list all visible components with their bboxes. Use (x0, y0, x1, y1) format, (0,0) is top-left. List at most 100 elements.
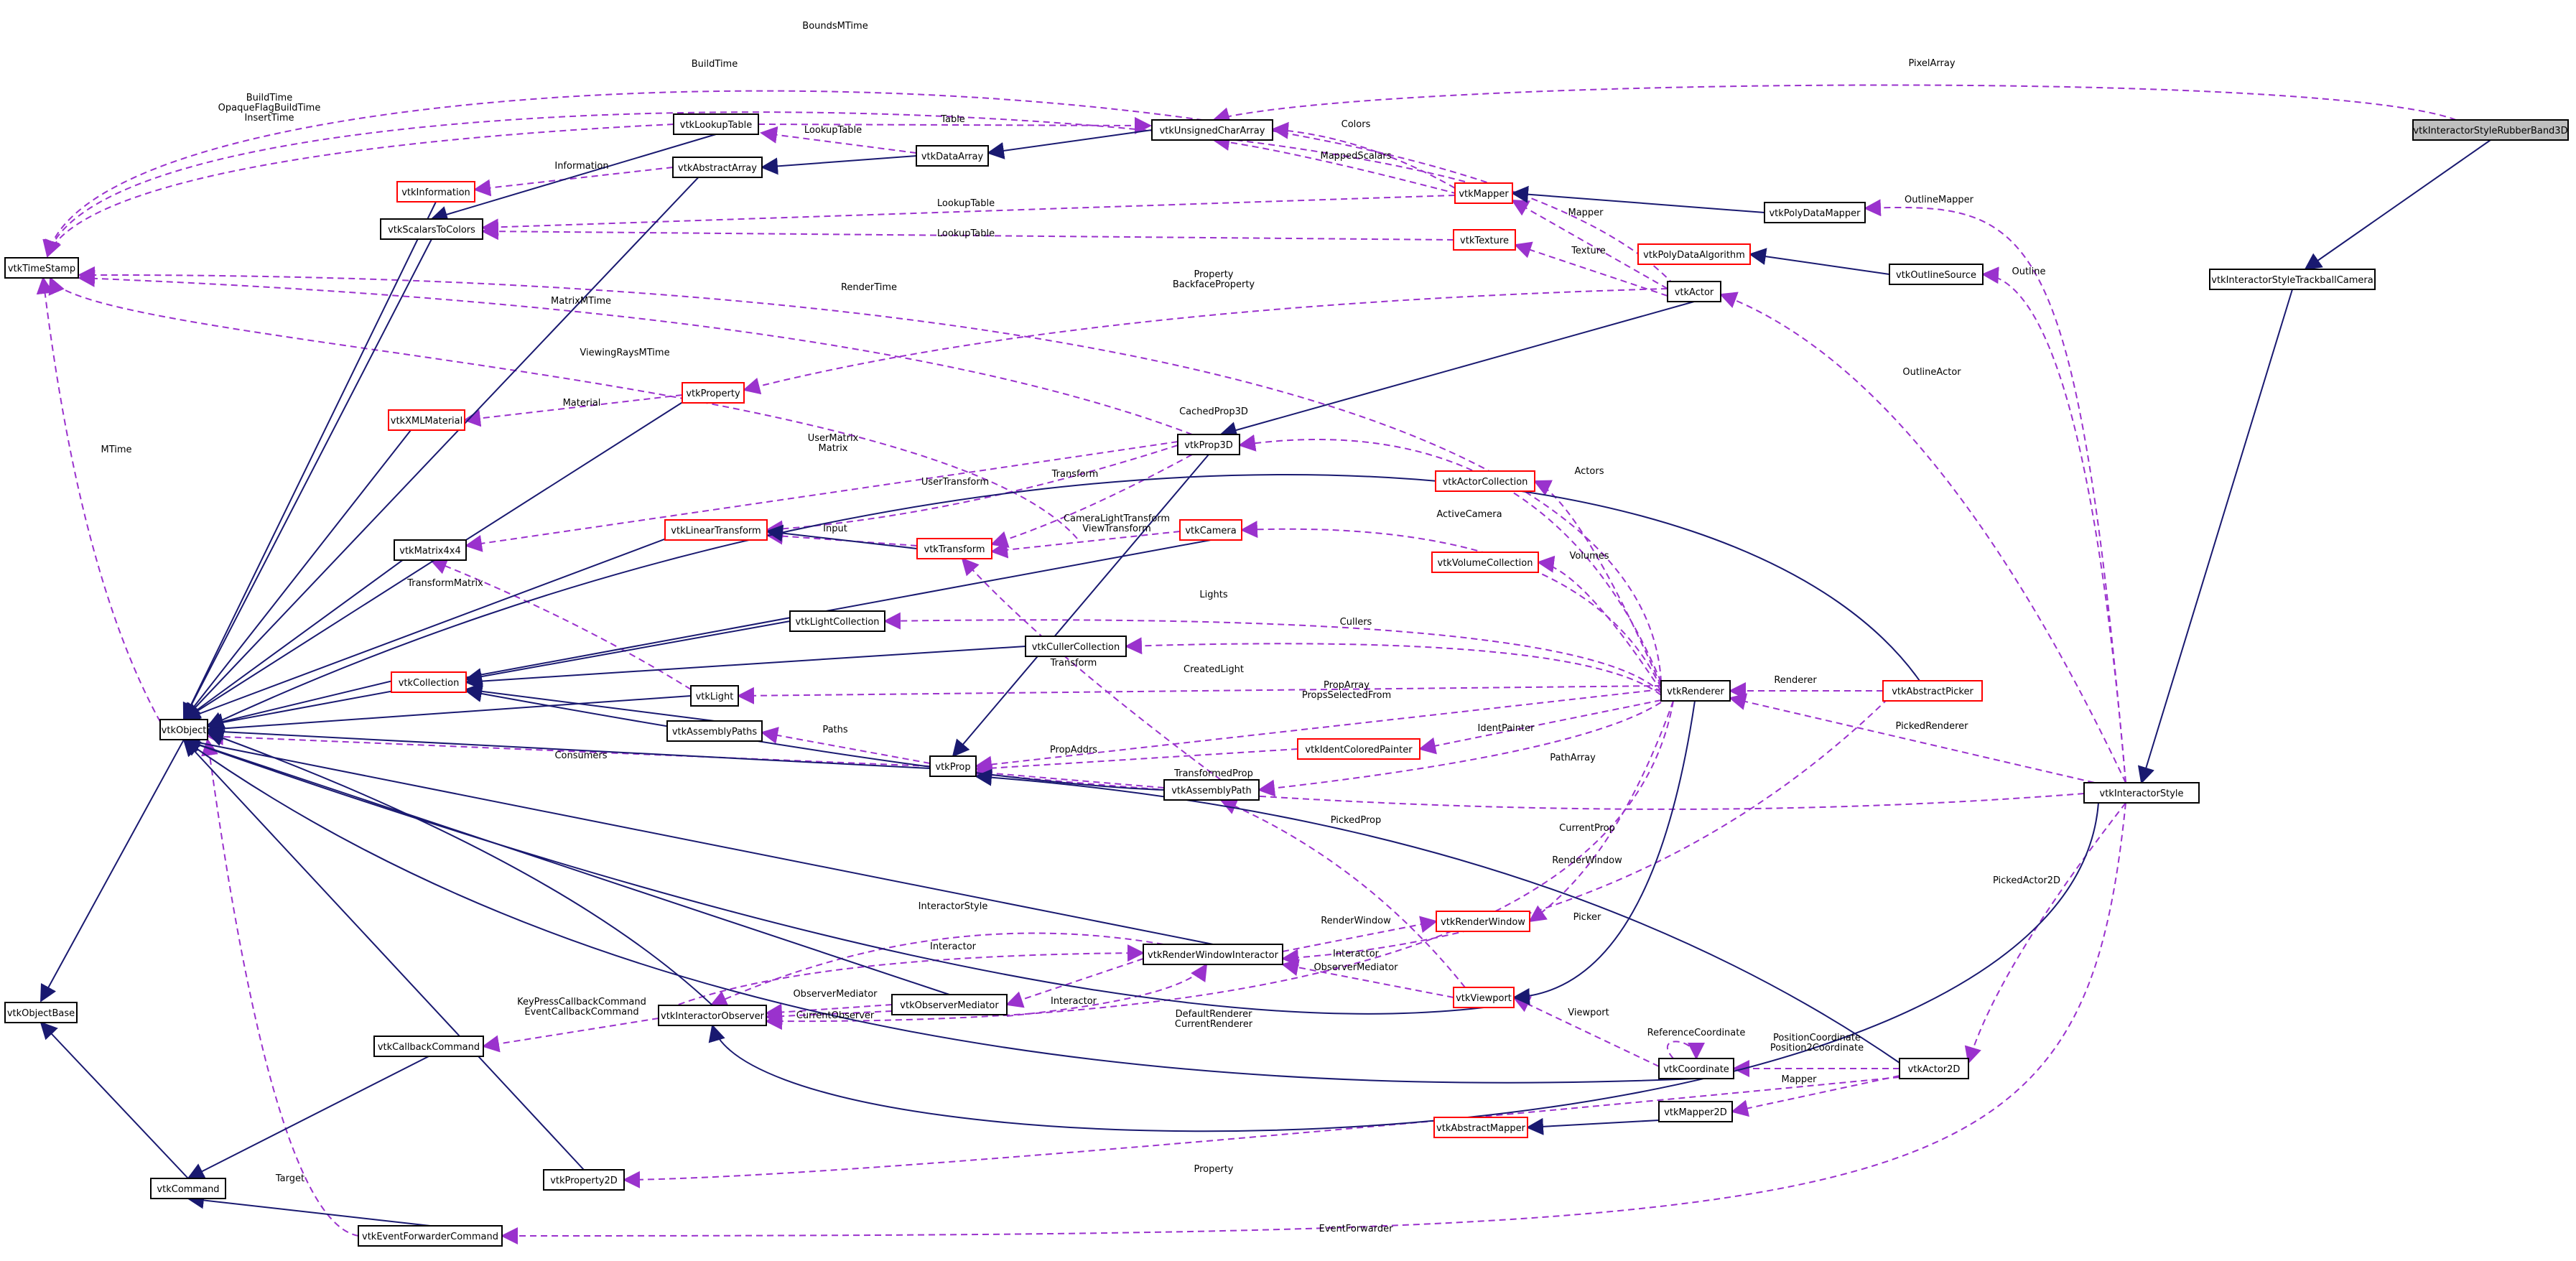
class-node-vtktimestamp[interactable]: vtkTimeStamp (4, 257, 79, 279)
class-node-vtkproperty[interactable]: vtkProperty (682, 382, 745, 404)
class-node-vtkoutlinesource[interactable]: vtkOutlineSource (1889, 264, 1984, 285)
usage-edge-25 (990, 454, 1193, 548)
edge-label: Mapper (1568, 208, 1604, 218)
class-node-vtkcommand[interactable]: vtkCommand (150, 1178, 226, 1199)
class-node-vtkabstractmapper[interactable]: vtkAbstractMapper (1433, 1117, 1528, 1138)
usage-edge-54 (1281, 959, 1454, 998)
class-node-vtkcallbackcommand[interactable]: vtkCallbackCommand (373, 1036, 484, 1057)
class-node-vtkobjectbase[interactable]: vtkObjectBase (4, 1002, 78, 1023)
class-node-vtkobservermediator[interactable]: vtkObserverMediator (891, 994, 1008, 1015)
class-node-box (1435, 470, 1535, 492)
class-node-vtkrenderer[interactable]: vtkRenderer (1660, 680, 1731, 702)
usage-edge-19 (463, 394, 683, 427)
class-node-vtkproperty2d[interactable]: vtkProperty2D (543, 1169, 625, 1191)
class-node-vtkmapper2d[interactable]: vtkMapper2D (1658, 1101, 1733, 1122)
inheritance-edge-79 (182, 157, 718, 721)
edge-label: Consumers (554, 750, 607, 761)
inheritance-edge-103 (182, 736, 950, 995)
class-node-vtkdataarray[interactable]: vtkDataArray (916, 145, 989, 167)
class-node-vtkcamera[interactable]: vtkCamera (1179, 519, 1242, 541)
class-node-vtkviewport[interactable]: vtkViewport (1453, 987, 1515, 1008)
edge-label: IdentPainter (1478, 723, 1535, 734)
usage-edge-24 (766, 445, 1178, 538)
edge-label: RenderWindow (1321, 916, 1391, 926)
usage-edge-58 (482, 1018, 659, 1053)
class-node-label: vtkCommand (157, 1184, 219, 1195)
class-node-vtkinteractorstyletrackballcamera[interactable]: vtkInteractorStyleTrackballCamera (2209, 269, 2376, 290)
class-node-vtkinteractorstyle[interactable]: vtkInteractorStyle (2083, 782, 2200, 804)
usage-edge-49 (710, 932, 1164, 1007)
class-node-vtkcollection[interactable]: vtkCollection (391, 671, 467, 693)
edge-label: ActiveCamera (1436, 509, 1502, 520)
edge-label: BuildTime (692, 59, 738, 70)
edge-label: MatrixMTime (551, 296, 611, 307)
inheritance-edge-101 (975, 768, 1900, 1064)
edge-label: PathArray (1550, 753, 1596, 763)
class-node-label: vtkLinearTransform (671, 526, 761, 536)
class-node-vtklightcollection[interactable]: vtkLightCollection (789, 610, 885, 632)
inheritance-edge-102 (182, 734, 1214, 945)
class-node-vtkactor2d[interactable]: vtkActor2D (1899, 1058, 1969, 1079)
class-node-vtkmatrix4x4[interactable]: vtkMatrix4x4 (394, 539, 467, 561)
class-node-vtkabstractpicker[interactable]: vtkAbstractPicker (1882, 680, 1983, 702)
class-node-box (391, 671, 467, 693)
class-node-vtkpolydataalgorithm[interactable]: vtkPolyDataAlgorithm (1637, 243, 1751, 265)
edge-label: Material (563, 398, 601, 409)
class-node-label: vtkCallbackCommand (378, 1042, 480, 1053)
class-node-vtklineartransform[interactable]: vtkLinearTransform (664, 519, 768, 541)
edge-label: OutlineMapper (1905, 195, 1974, 205)
class-node-vtkrenderwindow[interactable]: vtkRenderWindow (1436, 911, 1530, 932)
class-node-vtkactor[interactable]: vtkActor (1667, 281, 1721, 302)
class-node-vtkassemblypath[interactable]: vtkAssemblyPath (1163, 779, 1260, 801)
class-node-vtktransform[interactable]: vtkTransform (916, 538, 992, 559)
inheritance-edge-89 (766, 524, 918, 549)
class-node-vtkinteractorobserver[interactable]: vtkInteractorObserver (658, 1005, 767, 1026)
usage-edge-12 (1511, 200, 1668, 289)
class-node-vtkobject[interactable]: vtkObject (159, 719, 208, 740)
class-node-vtkinteractorstylerubberband3d[interactable]: vtkInteractorStyleRubberBand3D (2412, 119, 2569, 141)
class-node-vtkxmlmaterial[interactable]: vtkXMLMaterial (388, 409, 465, 431)
class-node-vtkcullercollection[interactable]: vtkCullerCollection (1025, 636, 1127, 657)
class-node-vtkprop3d[interactable]: vtkProp3D (1177, 434, 1240, 455)
edge-label: Texture (1571, 246, 1606, 256)
class-node-label: vtkProp3D (1184, 440, 1232, 451)
class-node-vtkrenderwindowinteractor[interactable]: vtkRenderWindowInteractor (1143, 944, 1283, 965)
usage-edge-9 (481, 195, 1456, 236)
class-node-label: vtkUnsignedCharArray (1160, 126, 1265, 136)
class-node-vtkmapper[interactable]: vtkMapper (1454, 182, 1513, 204)
usage-edge-11 (1864, 199, 2126, 783)
class-node-vtklight[interactable]: vtkLight (690, 685, 739, 707)
usage-edge-7 (473, 167, 674, 197)
class-node-vtkpolydatamapper[interactable]: vtkPolyDataMapper (1764, 202, 1866, 223)
inheritance-edge-85 (952, 454, 1209, 758)
class-node-vtkcoordinate[interactable]: vtkCoordinate (1658, 1058, 1734, 1079)
class-node-box (916, 145, 989, 167)
class-node-vtktexture[interactable]: vtkTexture (1453, 229, 1516, 251)
class-node-vtkunsignedchararray[interactable]: vtkUnsignedCharArray (1151, 119, 1273, 141)
class-node-box (4, 257, 79, 279)
class-node-vtkabstractarray[interactable]: vtkAbstractArray (672, 157, 763, 178)
class-node-vtkprop[interactable]: vtkProp (929, 755, 977, 777)
class-node-vtkeventforwardercommand[interactable]: vtkEventForwarderCommand (358, 1225, 503, 1247)
usage-edge-47 (1528, 700, 1674, 923)
class-node-vtkactorcollection[interactable]: vtkActorCollection (1435, 470, 1535, 492)
class-node-vtkvolumecollection[interactable]: vtkVolumeCollection (1431, 552, 1539, 573)
class-node-vtkidentcoloredpainter[interactable]: vtkIdentColoredPainter (1297, 738, 1420, 760)
class-node-label: vtkTransform (924, 544, 985, 555)
class-node-vtkscalarstocolors[interactable]: vtkScalarsToColors (380, 218, 483, 240)
edge-label: UserTransform (921, 477, 989, 488)
usage-edge-8 (1212, 134, 1459, 195)
class-node-label: vtkInformation (401, 187, 470, 198)
class-node-box (1433, 1117, 1528, 1138)
class-node-vtkinformation[interactable]: vtkInformation (396, 181, 475, 203)
class-node-vtklookuptable[interactable]: vtkLookupTable (673, 113, 759, 135)
inheritance-edge-90 (182, 519, 717, 722)
class-node-box (664, 519, 768, 541)
edge-label: CurrentObserver (796, 1010, 875, 1021)
usage-edge-23 (36, 276, 161, 722)
class-node-vtkassemblypaths[interactable]: vtkAssemblyPaths (666, 720, 763, 742)
edge-label: InteractorStyle (919, 901, 988, 912)
